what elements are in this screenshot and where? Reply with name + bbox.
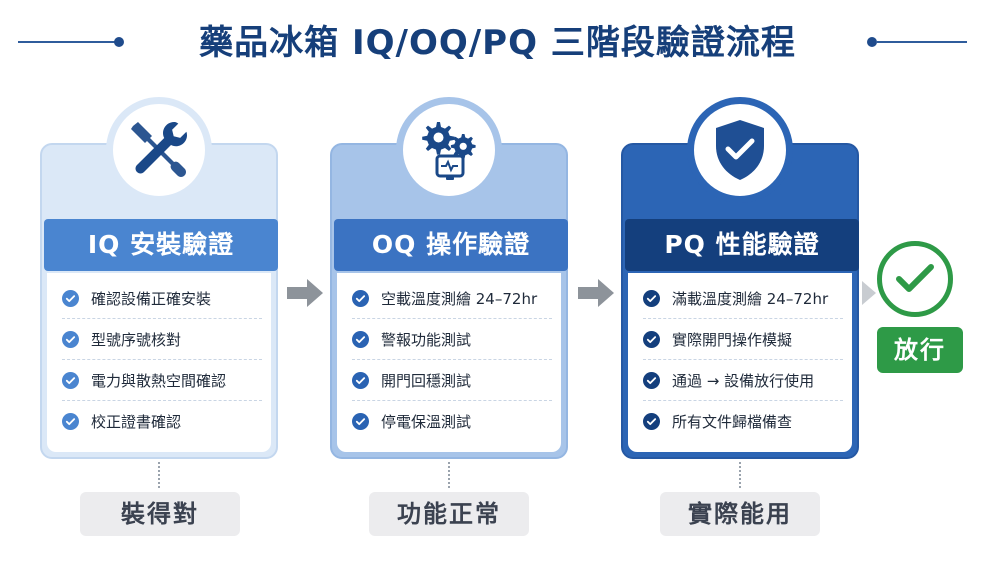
gears-monitor-icon	[396, 97, 502, 203]
list-item: 通過 → 設備放行使用	[643, 360, 843, 401]
check-icon	[62, 289, 79, 307]
wrench-screwdriver-icon	[106, 97, 212, 203]
title-bar: 藥品冰箱 IQ/OQ/PQ 三階段驗證流程	[0, 0, 985, 80]
check-icon	[352, 371, 369, 389]
check-icon	[643, 371, 660, 389]
connector-line	[448, 462, 450, 488]
arrow-right-icon	[287, 279, 323, 307]
list-item: 所有文件歸檔備查	[643, 401, 843, 441]
checklist-oq: 空載溫度測繪 24–72hr 警報功能測試 開門回穩測試 停電保溫測試	[352, 278, 552, 441]
check-icon	[62, 330, 79, 348]
checklist-pq: 滿載溫度測繪 24–72hr 實際開門操作模擬 通過 → 設備放行使用 所有文件…	[643, 278, 843, 441]
connector-line	[739, 462, 741, 488]
list-item: 滿載溫度測繪 24–72hr	[643, 278, 843, 319]
list-item-text: 停電保溫測試	[381, 412, 472, 431]
check-icon	[643, 330, 660, 348]
check-circle-icon	[877, 241, 953, 317]
checklist-iq: 確認設備正確安裝 型號序號核對 電力與散熱空間確認 校正證書確認	[62, 278, 262, 441]
stage-heading-pq: PQ 性能驗證	[625, 219, 859, 271]
title-rule-left	[18, 41, 118, 43]
check-icon	[62, 412, 79, 430]
list-item-text: 確認設備正確安裝	[91, 289, 212, 308]
title-dot-right	[867, 37, 877, 47]
connector-line	[158, 462, 160, 488]
release-badge: 放行	[877, 327, 963, 373]
check-icon	[62, 371, 79, 389]
list-item: 校正證書確認	[62, 401, 262, 441]
check-icon	[643, 412, 660, 430]
list-item: 開門回穩測試	[352, 360, 552, 401]
list-item: 確認設備正確安裝	[62, 278, 262, 319]
list-item-text: 實際開門操作模擬	[672, 330, 793, 349]
stage-card-body	[337, 273, 561, 452]
arrow-right-icon	[578, 279, 614, 307]
list-item-text: 校正證書確認	[91, 412, 182, 431]
stage-summary-oq: 功能正常	[369, 492, 529, 536]
check-icon	[643, 289, 660, 307]
stage-summary-pq: 實際能用	[660, 492, 820, 536]
check-icon	[352, 330, 369, 348]
list-item-text: 開門回穩測試	[381, 371, 472, 390]
list-item: 型號序號核對	[62, 319, 262, 360]
title-dot-left	[114, 37, 124, 47]
stage-summary-iq: 裝得對	[80, 492, 240, 536]
stage-heading-iq: IQ 安裝驗證	[44, 219, 278, 271]
list-item-text: 通過 → 設備放行使用	[672, 371, 815, 390]
list-item-text: 滿載溫度測繪 24–72hr	[672, 289, 829, 308]
stage-card-body	[628, 273, 852, 452]
list-item: 警報功能測試	[352, 319, 552, 360]
title-rule-right	[877, 41, 967, 43]
stage-heading-oq: OQ 操作驗證	[334, 219, 568, 271]
list-item: 實際開門操作模擬	[643, 319, 843, 360]
stage-card-body	[47, 273, 271, 452]
chevron-right-icon	[862, 281, 876, 305]
list-item: 停電保溫測試	[352, 401, 552, 441]
shield-check-icon	[687, 97, 793, 203]
check-icon	[352, 412, 369, 430]
page-title: 藥品冰箱 IQ/OQ/PQ 三階段驗證流程	[199, 23, 796, 63]
list-item-text: 型號序號核對	[91, 330, 182, 349]
check-icon	[352, 289, 369, 307]
list-item-text: 空載溫度測繪 24–72hr	[381, 289, 538, 308]
list-item: 空載溫度測繪 24–72hr	[352, 278, 552, 319]
list-item: 電力與散熱空間確認	[62, 360, 262, 401]
list-item-text: 所有文件歸檔備查	[672, 412, 793, 431]
list-item-text: 警報功能測試	[381, 330, 472, 349]
list-item-text: 電力與散熱空間確認	[91, 371, 227, 390]
stage-card-pq	[621, 143, 859, 459]
